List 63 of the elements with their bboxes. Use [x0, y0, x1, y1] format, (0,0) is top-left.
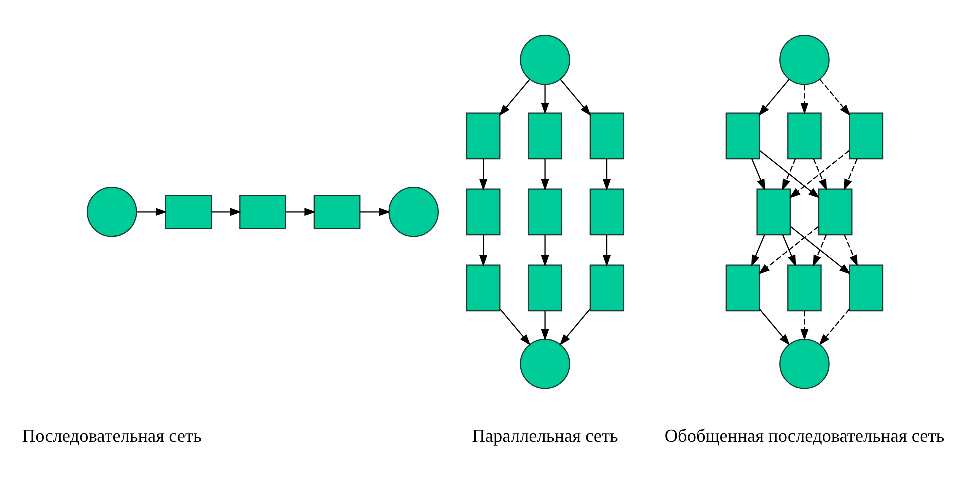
node-box — [240, 195, 286, 230]
arrow — [751, 234, 766, 267]
arrow — [560, 79, 592, 116]
arrow — [813, 234, 828, 267]
arrow — [844, 234, 858, 267]
node-box — [788, 112, 822, 160]
arrow — [480, 235, 488, 267]
arrow — [820, 79, 851, 116]
arrow — [480, 159, 488, 191]
node-circle — [780, 35, 830, 86]
arrow — [752, 158, 766, 191]
node-box — [849, 264, 884, 312]
label: Параллельная сеть — [472, 426, 618, 446]
arrow — [541, 159, 550, 191]
node-box — [590, 188, 624, 236]
arrow — [800, 85, 809, 115]
label: Последовательная сеть — [22, 426, 202, 446]
node-box — [726, 264, 760, 312]
node-circle — [520, 35, 570, 86]
node-box — [528, 188, 562, 236]
node-circle — [520, 339, 570, 390]
arrow — [541, 85, 550, 115]
arrow — [759, 309, 790, 346]
arrow — [212, 208, 242, 216]
arrow — [844, 158, 858, 191]
arrow — [790, 226, 851, 275]
arrow — [603, 235, 611, 267]
node-box — [590, 112, 624, 160]
node-box — [590, 264, 624, 312]
node-circle — [780, 339, 830, 390]
arrow — [603, 159, 611, 191]
arrow — [758, 79, 790, 116]
node-box — [466, 188, 501, 236]
node-circle — [388, 187, 439, 238]
arrow — [136, 208, 168, 216]
arrow — [500, 309, 531, 346]
arrow — [800, 311, 809, 341]
arrow — [760, 150, 820, 199]
arrow — [499, 79, 530, 116]
arrow — [541, 311, 550, 341]
node-box — [528, 264, 562, 312]
arrow — [782, 158, 796, 191]
node-box — [466, 112, 501, 160]
arrow — [819, 309, 850, 346]
node-box — [314, 195, 361, 230]
label: Обобщенная последовательная сеть — [664, 426, 945, 446]
node-box — [788, 264, 822, 312]
arrow — [813, 158, 828, 191]
node-box — [849, 112, 884, 160]
node-box — [528, 112, 562, 160]
node-circle — [87, 187, 138, 238]
arrow — [541, 235, 550, 267]
arrow — [789, 150, 850, 199]
node-box — [726, 112, 760, 160]
node-box — [756, 188, 791, 236]
node-box — [165, 195, 212, 230]
node-box — [466, 264, 501, 312]
arrow — [758, 226, 819, 275]
node-box — [818, 188, 853, 236]
arrow — [360, 208, 391, 216]
arrow — [286, 208, 316, 216]
arrow — [782, 234, 796, 267]
arrow — [560, 309, 591, 346]
